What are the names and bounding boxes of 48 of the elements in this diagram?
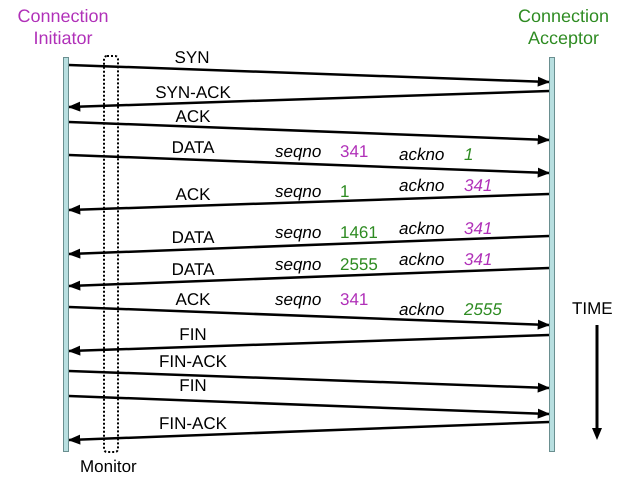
edge-label: FIN-ACK xyxy=(158,414,228,433)
message-arrow xyxy=(68,420,550,445)
lifeline-heading: Connection Acceptor xyxy=(516,5,610,49)
monitor-label: Monitor xyxy=(80,457,137,476)
field-label: seqno xyxy=(275,142,322,161)
field-label: ackno xyxy=(399,219,444,238)
field-label: seqno xyxy=(275,223,322,242)
field-label: 1 xyxy=(464,145,474,164)
time-label: TIME xyxy=(572,299,613,318)
field-label: ackno xyxy=(399,176,444,195)
field-label: ackno xyxy=(399,300,444,319)
field-label: seqno xyxy=(275,290,322,309)
message-arrow xyxy=(68,120,550,145)
message-arrow xyxy=(68,154,550,178)
edge-label: ACK xyxy=(174,290,212,309)
field-label: 341 xyxy=(340,142,368,161)
field-label: 2555 xyxy=(464,300,502,319)
edge-label: ACK xyxy=(174,107,212,126)
edge-label: SYN-ACK xyxy=(154,83,232,102)
field-label: seqno xyxy=(275,255,322,274)
edge-label: ACK xyxy=(174,185,212,204)
field-label: seqno xyxy=(275,182,322,201)
field-label: 2555 xyxy=(340,255,378,274)
message-arrow xyxy=(68,306,550,330)
field-label: 1461 xyxy=(340,223,378,242)
field-label: 1 xyxy=(340,182,350,201)
edge-label: DATA xyxy=(170,228,216,247)
message-arrow xyxy=(68,234,550,259)
message-arrow xyxy=(68,266,550,291)
edge-label: FIN xyxy=(178,325,208,344)
message-arrow xyxy=(68,394,550,419)
message-arrow xyxy=(68,64,550,87)
message-arrow xyxy=(68,370,550,393)
field-label: ackno xyxy=(399,250,444,269)
field-label: 341 xyxy=(464,250,492,269)
lifeline-heading: Connection Initiator xyxy=(16,5,110,49)
message-arrow xyxy=(68,334,550,356)
field-label: 341 xyxy=(464,176,492,195)
field-label: 341 xyxy=(340,290,368,309)
field-label: 341 xyxy=(464,219,492,238)
edge-label: SYN xyxy=(174,48,210,67)
message-arrow xyxy=(68,90,550,112)
field-label: ackno xyxy=(399,145,444,164)
edge-label: DATA xyxy=(170,138,216,157)
message-arrow xyxy=(68,192,550,215)
edge-label: FIN xyxy=(178,376,208,395)
edge-label: DATA xyxy=(170,260,216,279)
edge-label: FIN-ACK xyxy=(158,352,228,371)
